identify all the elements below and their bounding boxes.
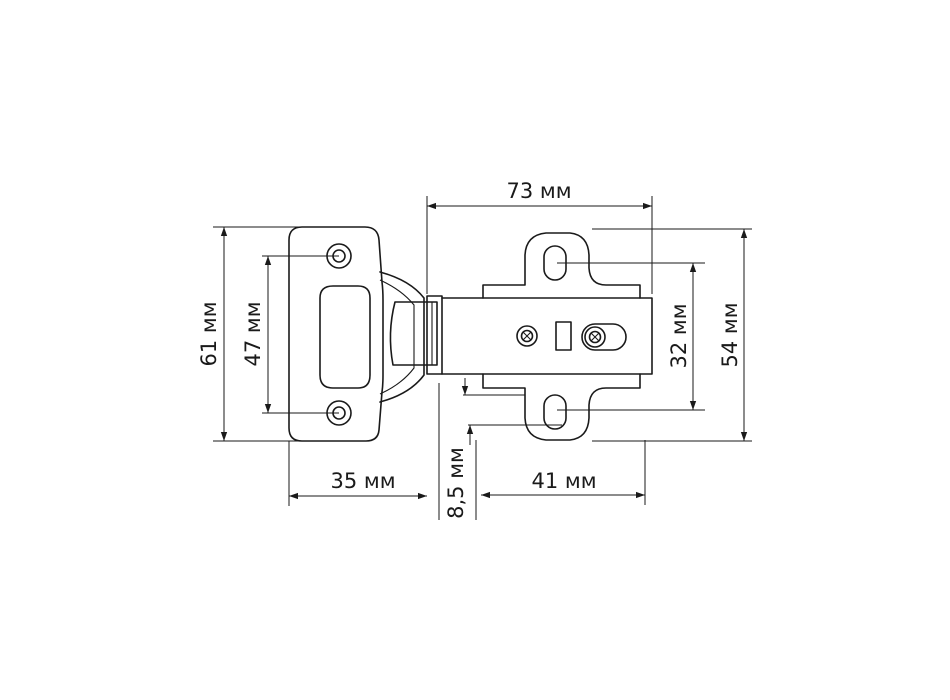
- label-plate-height: 61 мм: [197, 301, 221, 366]
- hinge-knuckle: [389, 295, 443, 375]
- label-plate-width: 35 мм: [330, 469, 395, 493]
- hinge-arm: [441, 232, 653, 441]
- label-overall-width: 73 мм: [506, 179, 571, 203]
- dimension-labels: 73 мм 61 мм 47 мм 35 мм 41 мм 32 мм 54 м…: [197, 179, 742, 519]
- dimension-lines: [220, 202, 748, 500]
- label-arm-height: 54 мм: [718, 302, 742, 367]
- label-arm-width: 41 мм: [531, 469, 596, 493]
- label-slot-spacing: 32 мм: [667, 303, 691, 368]
- label-offset: 8,5 мм: [444, 447, 468, 519]
- mounting-plate: [288, 226, 384, 442]
- label-hole-spacing: 47 мм: [241, 301, 265, 366]
- hinge-cup: [379, 271, 425, 403]
